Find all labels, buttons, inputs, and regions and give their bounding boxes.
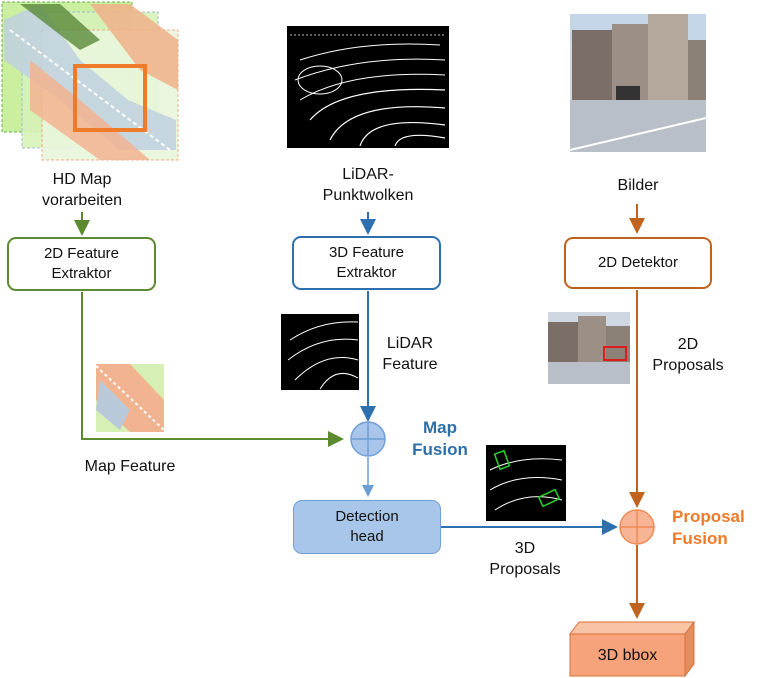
arrow-map-feature [81,292,344,447]
lidar-label: LiDAR- Punktwolken [322,166,414,204]
proposal-fusion-node [619,509,655,545]
map-fusion-node [350,421,386,457]
bbox-shape [569,620,695,678]
feature-2d-box: 2D Feature Extraktor [7,237,156,291]
proposals-2d-label: 2D Proposals [652,336,724,374]
feature-3d-box: 3D Feature Extraktor [292,236,441,290]
detection-head-box: Detection head [293,500,441,554]
bbox-label: 3D bbox [597,647,658,664]
proposal-3d-image [486,445,566,521]
images-label: Bilder [617,177,659,194]
hd-map-label: HD Map vorarbeiten [41,171,123,209]
map-fusion-label: Map Fusion [412,418,468,459]
map-feature-label: Map Feature [84,458,176,475]
lidar-pointcloud-image [287,26,449,148]
lidar-feature-label: LiDAR Feature [382,335,438,373]
hd-map-image [1,1,179,161]
proposals-3d-label: 3D Proposals [489,540,561,578]
camera-image [569,14,707,152]
proposal-2d-image [548,312,630,384]
lidar-feature-image [281,314,359,390]
map-feature-image [95,364,165,432]
proposal-fusion-label: Proposal Fusion [672,507,745,548]
detector-2d-box: 2D Detektor [564,237,712,289]
